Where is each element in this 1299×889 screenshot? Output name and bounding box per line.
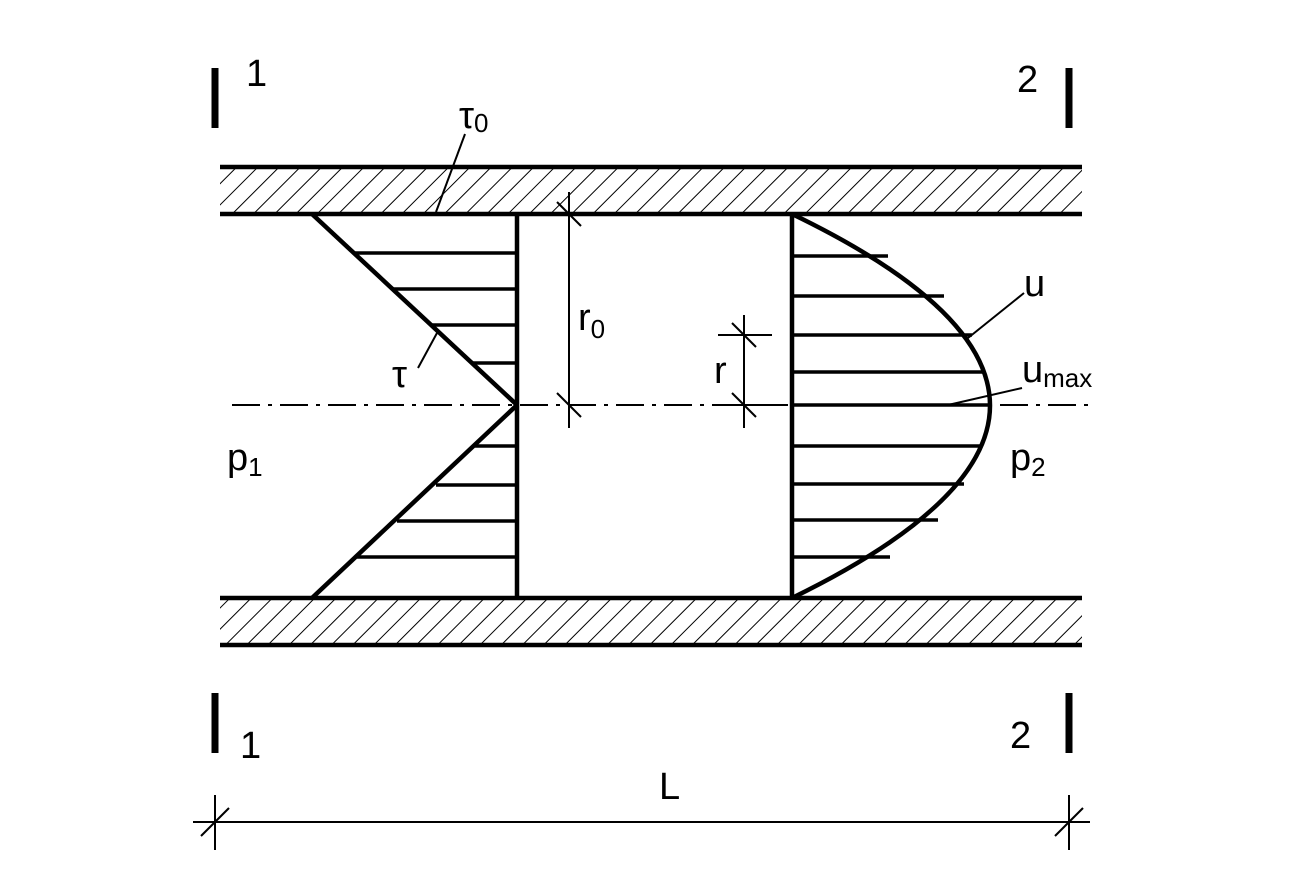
shear-stress-label: τ (392, 354, 407, 396)
section-1-bottom-label: 1 (240, 725, 261, 767)
r-label: r (714, 350, 727, 392)
tau-leader (417, 332, 438, 369)
pressure-1-label: p1 (227, 437, 263, 482)
max-velocity-label: umax (1022, 349, 1092, 393)
r0-label: r0 (578, 297, 605, 344)
section-1-top-label: 1 (246, 53, 267, 95)
r-dimension (718, 315, 772, 428)
r0-dimension (556, 192, 582, 428)
wall-shear-stress-label: τ0 (459, 95, 488, 138)
length-label: L (659, 766, 680, 808)
length-dimension (193, 795, 1090, 850)
section-2-top-label: 2 (1017, 59, 1038, 101)
section-2-bottom-label: 2 (1010, 715, 1031, 757)
lower-pipe-wall (220, 595, 1082, 648)
velocity-profile (789, 211, 992, 601)
umax-leader (947, 387, 1023, 406)
velocity-label: u (1024, 263, 1045, 305)
shear-stress-profile (310, 212, 520, 600)
u-leader (967, 292, 1025, 339)
tau0-leader (435, 133, 466, 213)
pressure-2-label: p2 (1010, 437, 1046, 482)
upper-pipe-wall (220, 164, 1082, 217)
